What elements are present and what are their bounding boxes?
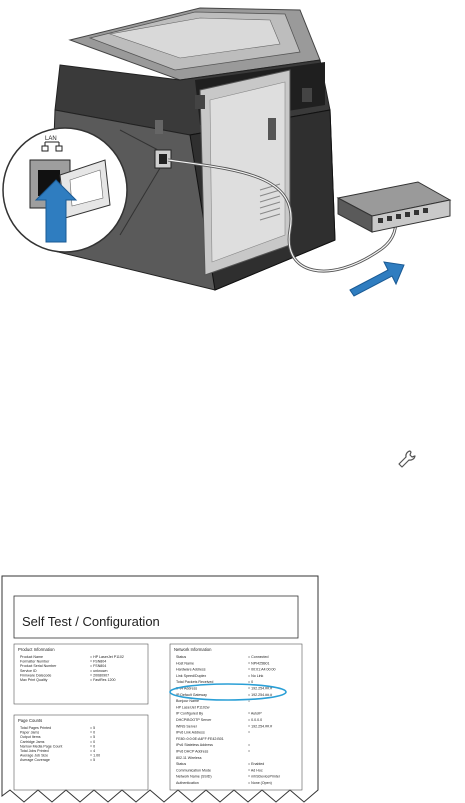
- row-label: Total Packets Received: [176, 680, 213, 684]
- row-value: = 192.254.##.#: [248, 687, 272, 691]
- row-label: Status: [176, 762, 186, 766]
- printer: [49, 7, 336, 291]
- ipv4-highlight: [169, 683, 287, 701]
- row-label: IPv6 Link Address: [176, 731, 205, 735]
- row-value: = Enabled: [248, 762, 264, 766]
- section-heading: Network Information: [174, 647, 212, 652]
- row-value: = Ad Hoc: [248, 768, 263, 772]
- row-label: Authentication: [176, 781, 199, 785]
- row-label: IPv4 Address: [176, 687, 197, 691]
- row-value: = 5: [90, 726, 95, 730]
- row-value: = 0: [248, 680, 253, 684]
- row-value: = 0: [90, 744, 95, 748]
- section-heading: Product Information: [18, 647, 55, 652]
- row-label: IPv6 DHCP Address: [176, 750, 208, 754]
- row-label: Paper Jams: [20, 731, 39, 735]
- row-value: = FSN804: [90, 664, 106, 668]
- row-label: IPv6 Stateless Address: [176, 743, 213, 747]
- row-value: = AutoIP: [248, 712, 262, 716]
- row-value: = 5: [90, 758, 95, 762]
- row-label: 802.11 Wireless: [176, 756, 202, 760]
- section-heading: Page Counts: [18, 718, 42, 723]
- row-label: Network Name (SSID): [176, 775, 212, 779]
- row-value: = 0: [90, 731, 95, 735]
- row-label: FE80::0:0:0E:A4FF:FE42:B01: [176, 737, 224, 741]
- lan-port-label: LAN: [45, 136, 57, 142]
- row-value: = No Link: [248, 674, 263, 678]
- row-label: Average Job Size: [20, 754, 48, 758]
- row-value: = 192.254.##.#: [248, 693, 272, 697]
- network-port-icon: LAN: [2, 127, 161, 253]
- row-value: = 20080907: [90, 673, 109, 677]
- row-value: = 00:01:A4:00:00: [248, 668, 275, 672]
- row-value: = Connected: [248, 655, 268, 659]
- row-label: Output Items: [20, 735, 41, 739]
- row-label: Formatter Number: [20, 660, 50, 664]
- row-label: Bonjour Name: [176, 699, 199, 703]
- row-label: Narrow Media Page Count: [20, 744, 62, 748]
- row-label: HP LaserJet P1102w: [176, 705, 210, 709]
- row-value: = FSN804: [90, 660, 106, 664]
- row-value: = 0: [90, 740, 95, 744]
- row-value: =: [248, 750, 250, 754]
- row-value: = 192.254.##.#: [248, 724, 272, 728]
- row-value: = unknown: [90, 669, 107, 673]
- row-label: Hardware Address: [176, 668, 206, 672]
- arrow-icon: [34, 179, 78, 243]
- row-value: = HP LaserJet P1102: [90, 655, 124, 659]
- row-label: Total Jobs Printed: [20, 749, 49, 753]
- row-label: Average Coverage: [20, 758, 50, 762]
- arrow-icon: [349, 261, 405, 297]
- row-label: Status: [176, 655, 186, 659]
- report-title: Self Test / Configuration: [22, 614, 160, 629]
- row-value: = NPI425B01: [248, 661, 269, 665]
- row-value: =: [248, 743, 250, 747]
- row-label: Product Serial Number: [20, 664, 57, 668]
- row-label: Firmware Datecode: [20, 673, 51, 677]
- row-label: Host Name: [176, 661, 194, 665]
- printer-connection-illustration: LAN: [2, 7, 452, 297]
- row-label: DHCP/BOOTP Server: [176, 718, 212, 722]
- row-label: IP Default Gateway: [176, 693, 207, 697]
- row-label: Service ID: [20, 669, 37, 673]
- row-label: Max Print Quality: [20, 678, 48, 682]
- self-test-configuration-report: Self Test / Configuration Product Inform…: [1, 575, 319, 803]
- row-label: Product Name: [20, 655, 43, 659]
- row-value: = None (Open): [248, 781, 272, 785]
- row-label: Total Pages Printed: [20, 726, 51, 730]
- wrench-icon: [398, 450, 416, 468]
- row-value: = 5: [90, 735, 95, 739]
- row-value: =: [248, 731, 250, 735]
- row-label: Communication Mode: [176, 768, 211, 772]
- row-label: Cartridge Jams: [20, 740, 45, 744]
- row-value: = 4: [90, 749, 95, 753]
- row-value: =: [248, 699, 250, 703]
- row-label: Link Speed/Duplex: [176, 674, 206, 678]
- router-icon: [336, 181, 452, 233]
- row-value: = FastRes 1200: [90, 678, 115, 682]
- row-value: = mhSDevicePrinter: [248, 775, 281, 779]
- row-label: IP Configured By: [176, 712, 203, 716]
- row-value: = 0.0.0.0: [248, 718, 262, 722]
- row-label: WINS Server: [176, 724, 198, 728]
- row-value: = 1.00: [90, 754, 100, 758]
